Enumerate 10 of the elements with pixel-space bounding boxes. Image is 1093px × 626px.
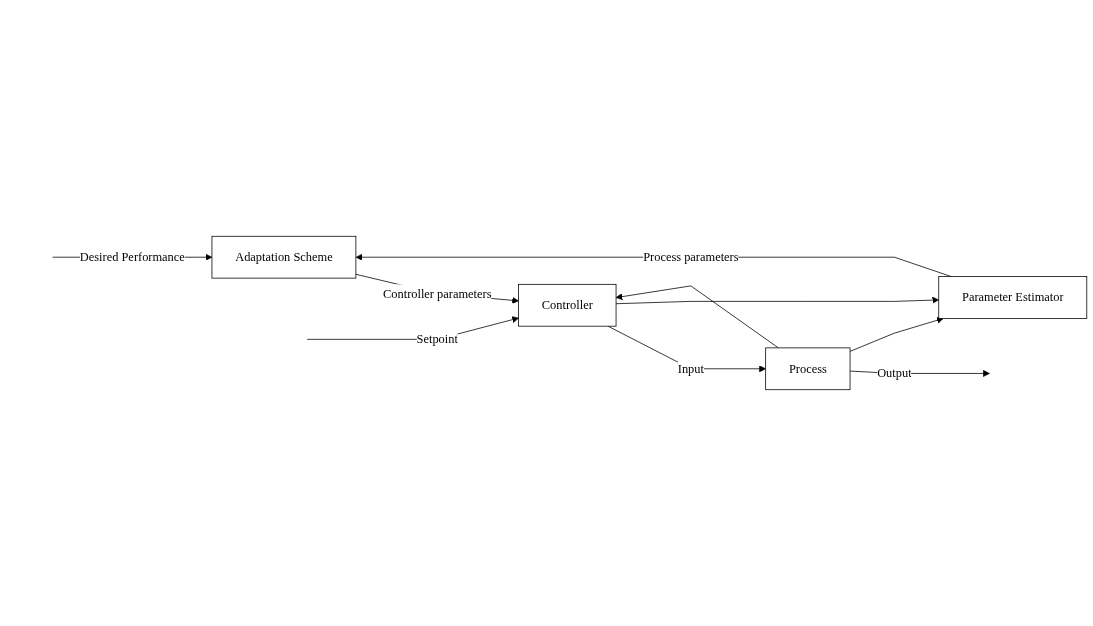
node-box: Controller <box>518 283 617 327</box>
edge-label: Process parameters <box>643 250 739 264</box>
edge-label: Controller parameters <box>383 286 492 300</box>
edge-label: Desired Performance <box>79 250 185 264</box>
edge-label: Setpoint <box>416 332 458 346</box>
edge-label: Input <box>677 361 704 375</box>
node-box: Process <box>765 347 851 391</box>
node-box: Adaptation Scheme <box>211 235 357 279</box>
edge-label: Output <box>877 366 912 380</box>
node-box: Parameter Estimator <box>938 276 1088 319</box>
